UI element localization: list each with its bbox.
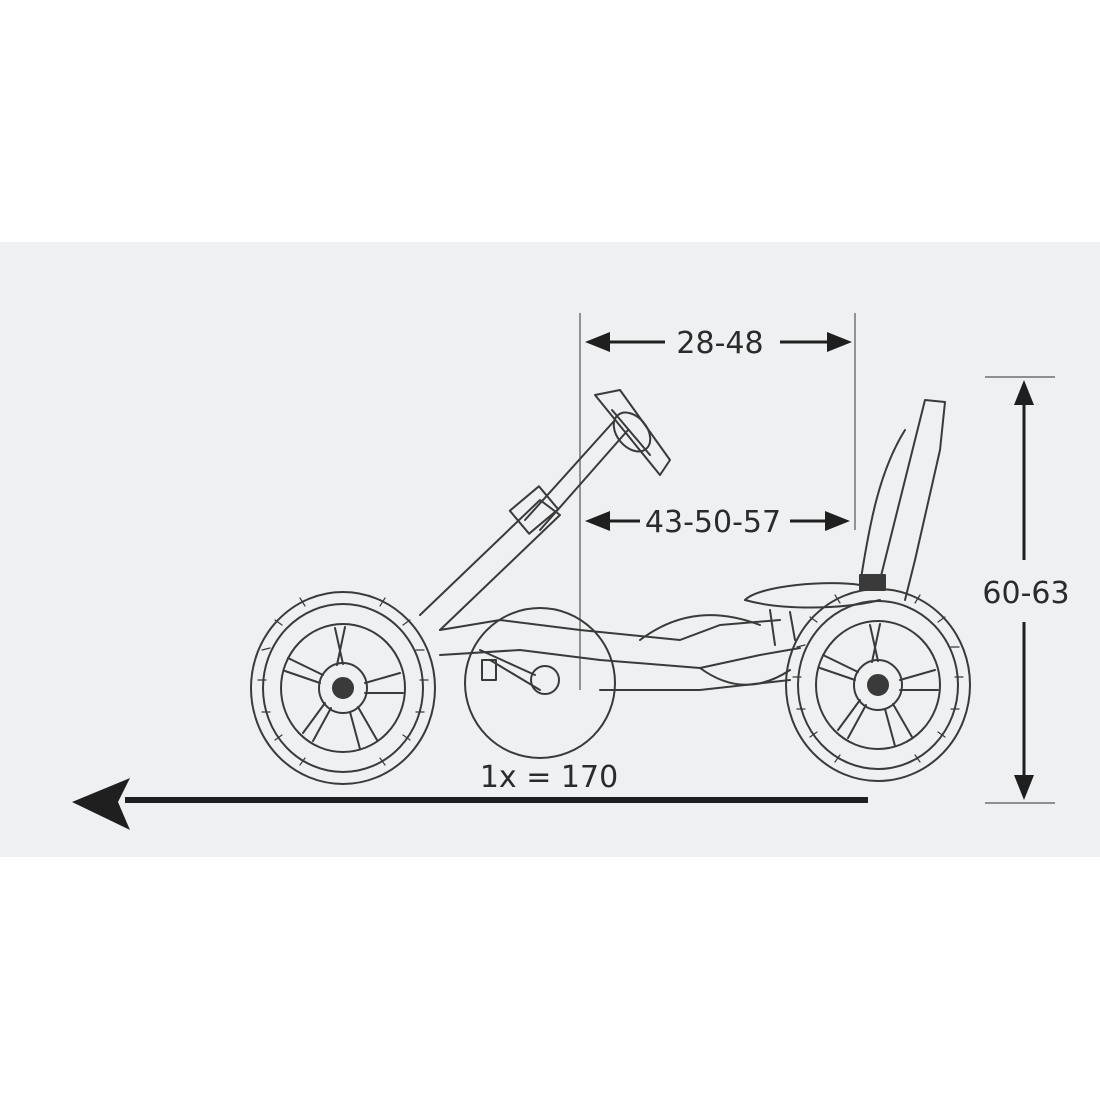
label-height: 60-63 bbox=[982, 576, 1069, 611]
label-seat-distance: 43-50-57 bbox=[645, 505, 781, 540]
steering bbox=[508, 389, 671, 535]
direction-arrow-icon bbox=[72, 778, 868, 830]
frame bbox=[419, 499, 801, 691]
label-turning: 1x = 170 bbox=[480, 760, 618, 795]
pedal-disc bbox=[464, 607, 616, 759]
front-wheel bbox=[250, 591, 436, 785]
go-kart-drawing-icon bbox=[250, 389, 971, 785]
dimension-arrows bbox=[585, 332, 1034, 800]
dimension-guides bbox=[579, 313, 1055, 804]
tire-treads bbox=[257, 594, 964, 766]
seat bbox=[744, 399, 946, 646]
label-top-width: 28-48 bbox=[676, 326, 763, 361]
